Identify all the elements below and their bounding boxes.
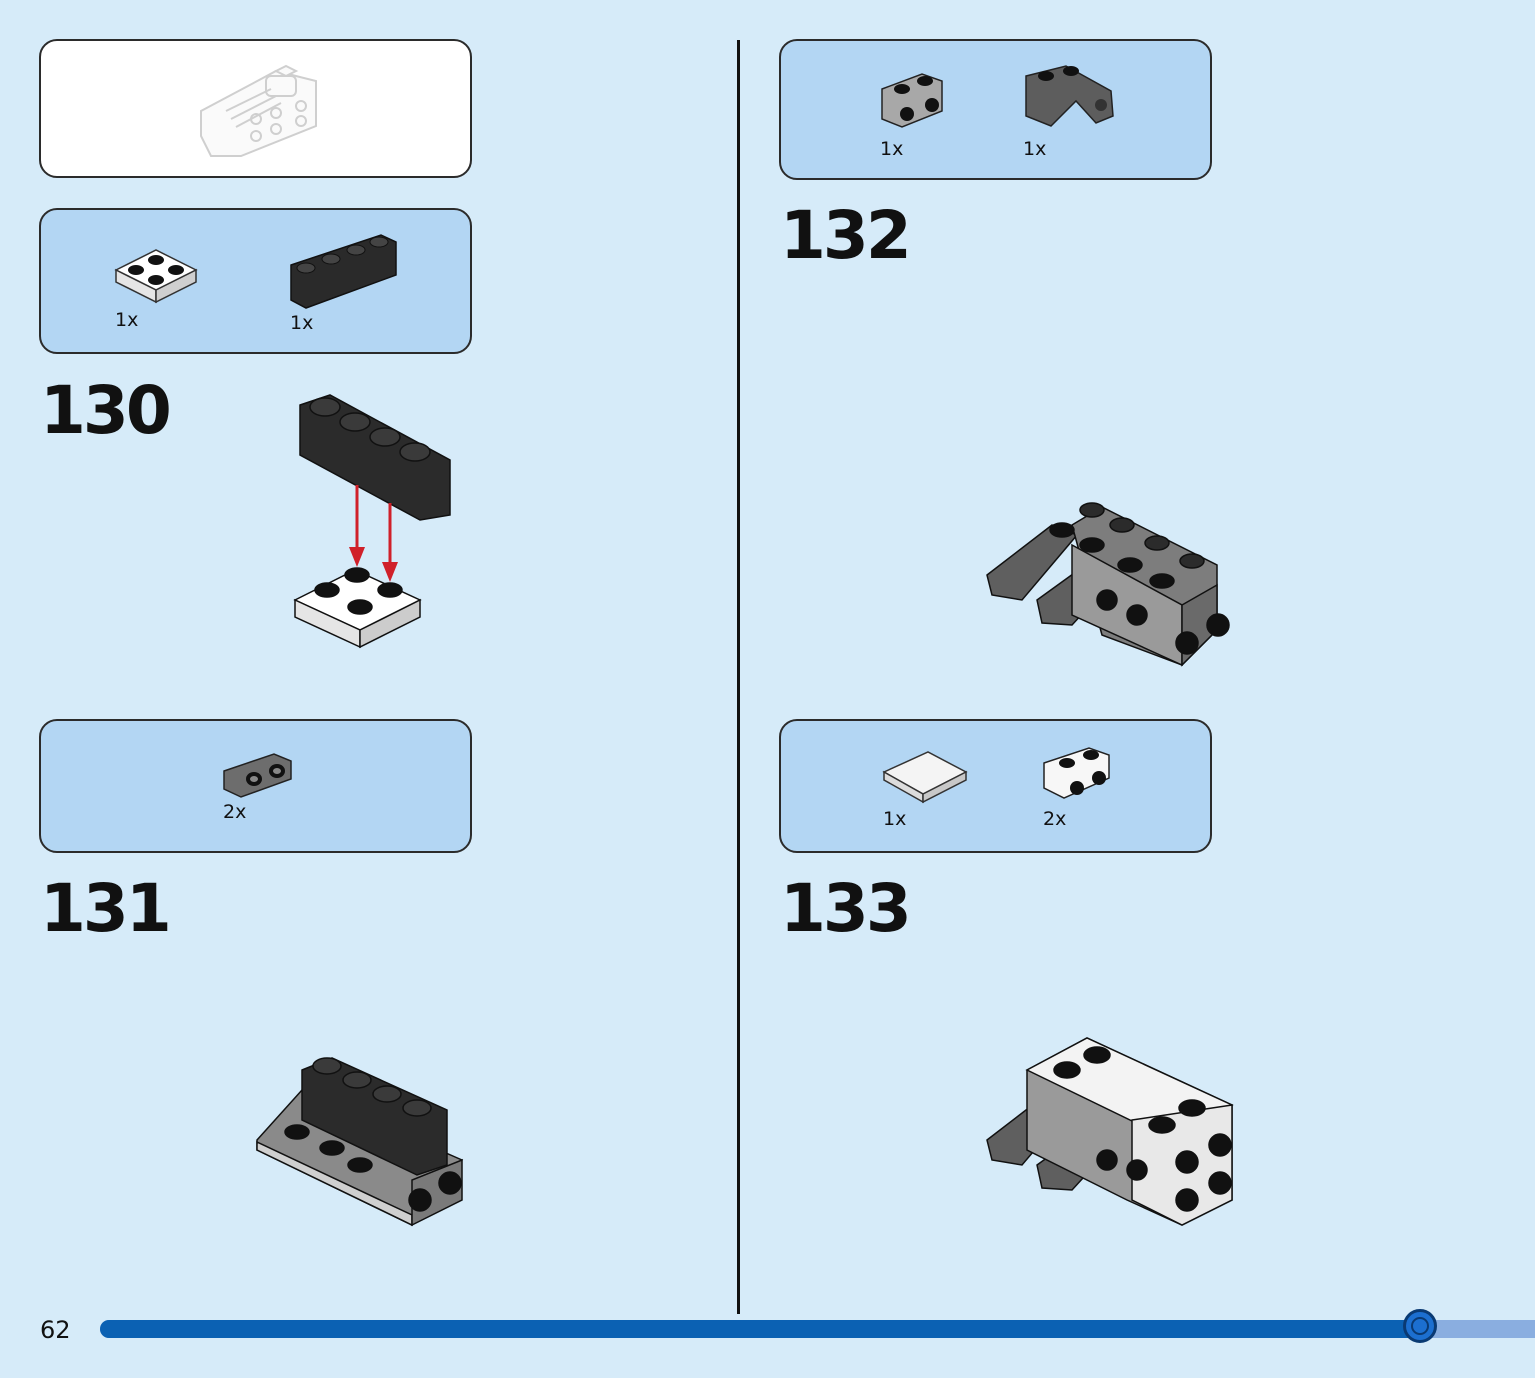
page-divider — [737, 40, 740, 1314]
step-133-assembly-image — [986, 1037, 1234, 1226]
step-132-assembly-image — [986, 502, 1230, 667]
plate-2x2-white-part — [114, 249, 198, 304]
step-131-parts-box: 2x — [39, 719, 472, 853]
step-132-part-1-qty: 1x — [880, 138, 904, 160]
brick-1x4-curved-black-part — [290, 234, 397, 309]
progress-bar — [100, 1309, 1535, 1343]
step-number-132: 132 — [780, 197, 912, 274]
technic-connector-dark-grey-part — [1025, 65, 1114, 127]
step-132-part-2-qty: 1x — [1023, 138, 1047, 160]
progress-knob — [1403, 1309, 1438, 1343]
progress-fill — [100, 1320, 1421, 1338]
step-130-parts-box: 1x 1x — [39, 208, 472, 354]
tile-2x2-white-part — [882, 751, 968, 804]
step-131-part-1-qty: 2x — [223, 801, 247, 823]
step-133-part-2-qty: 2x — [1043, 808, 1067, 830]
step-130-assembly-image — [293, 394, 451, 649]
bracket-1x2-grey-part — [223, 753, 292, 798]
step-number-130: 130 — [40, 372, 172, 449]
page-number: 62 — [40, 1316, 71, 1344]
submodel-preview-image — [200, 64, 317, 157]
submodel-preview-box — [39, 39, 472, 178]
step-number-133: 133 — [780, 870, 912, 947]
step-131-assembly-image — [256, 1057, 464, 1227]
step-number-131: 131 — [40, 870, 172, 947]
step-132-parts-box: 1x 1x — [779, 39, 1212, 180]
step-130-part-1-qty: 1x — [115, 309, 139, 331]
step-133-part-1-qty: 1x — [883, 808, 907, 830]
step-133-parts-box: 1x 2x — [779, 719, 1212, 853]
brick-1x2-with-holes-grey-part — [881, 73, 943, 128]
bracket-1x2-white-part — [1043, 747, 1110, 799]
step-130-part-2-qty: 1x — [290, 312, 314, 334]
